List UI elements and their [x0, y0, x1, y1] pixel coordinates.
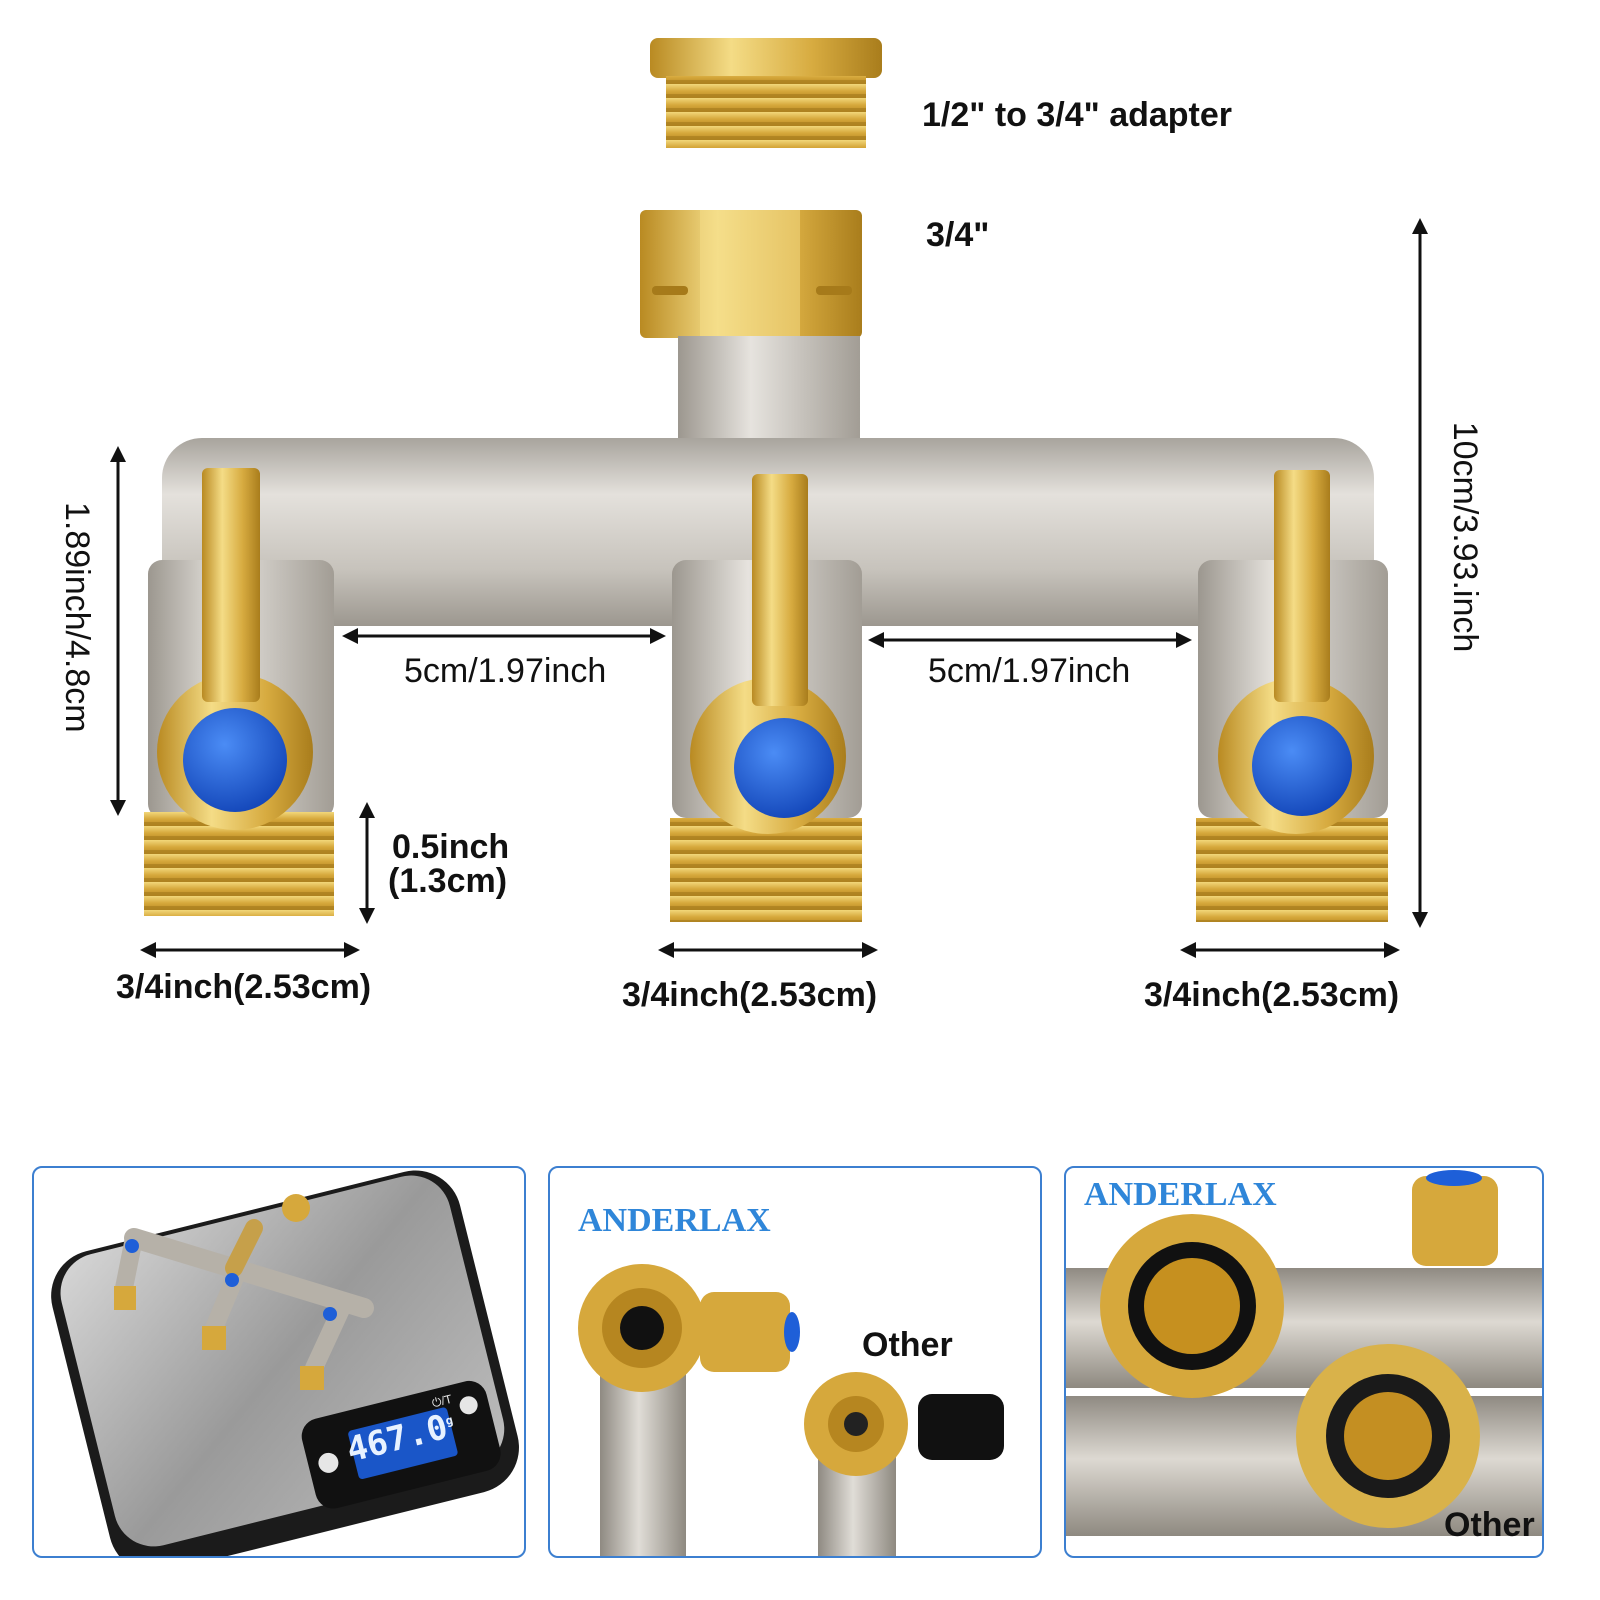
outlet-left: [144, 468, 334, 916]
outlet-width-label-center: 3/4inch(2.53cm): [622, 976, 878, 1014]
product-illustration: [110, 38, 1428, 958]
thread-length-label-1: 0.5inch: [392, 828, 510, 866]
spacing-left-label: 5cm/1.97inch: [404, 652, 607, 690]
outlet-width-label-right: 3/4inch(2.53cm): [1144, 976, 1400, 1014]
adapter-label: 1/2" to 3/4" adapter: [922, 96, 1233, 134]
total-height-label: 10cm/3.93.inch: [1446, 421, 1484, 653]
panel-weight-scale: 467.0g ⏻/T: [32, 1166, 526, 1558]
brand-logo-closeup: ANDERLAX: [1084, 1176, 1277, 1213]
valve-cap-left: [183, 708, 287, 812]
scale-photo: [51, 1170, 519, 1556]
dimension-arrows: [110, 218, 1428, 958]
outlet-center: [670, 474, 862, 922]
inlet-nut: [640, 210, 862, 338]
brand-logo: ANDERLAX: [578, 1202, 771, 1239]
panel-comparison-outlets: ANDERLAX Other: [548, 1166, 1042, 1558]
outlet-right: [1196, 470, 1388, 922]
panel-comparison-closeup: ANDERLAX Other: [1064, 1166, 1544, 1558]
valve-cap-right: [1252, 716, 1352, 816]
outlet-height-label: 1.89inch/4.8cm: [58, 502, 96, 733]
inlet-size-label: 3/4": [926, 216, 990, 254]
other-label: Other: [862, 1326, 953, 1364]
spacing-right-label: 5cm/1.97inch: [928, 652, 1131, 690]
valve-cap-center: [734, 718, 834, 818]
comparison-photo: [578, 1264, 1004, 1556]
outlet-width-label-left: 3/4inch(2.53cm): [116, 968, 372, 1006]
thread-length-label-2: (1.3cm): [388, 862, 508, 900]
other-label-closeup: Other: [1444, 1506, 1535, 1544]
closeup-photo: [1066, 1170, 1542, 1536]
adapter-fitting: [650, 38, 882, 148]
manifold-on-scale: [114, 1194, 374, 1390]
